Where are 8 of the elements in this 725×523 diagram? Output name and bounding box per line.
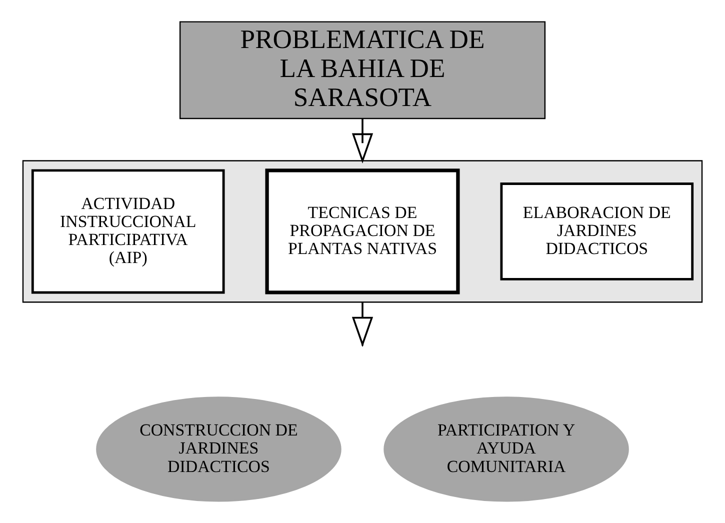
node-ellipse: PARTICIPATION Y AYUDA COMUNITARIA: [384, 396, 629, 502]
node-ellipse: CONSTRUCCION DE JARDINES DIDACTICOS: [96, 396, 342, 502]
arrow: [352, 118, 374, 164]
cluster: [22, 160, 703, 303]
node-box: TECNICAS DE PROPAGACION DE PLANTAS NATIVAS: [265, 168, 460, 294]
node-box: PROBLEMATICA DE LA BAHIA DE SARASOTA: [179, 21, 546, 120]
node-box: ELABORACION DE JARDINES DIDACTICOS: [500, 182, 694, 280]
node-box: ACTIVIDAD INSTRUCCIONAL PARTICIPATIVA (AIP): [31, 169, 225, 294]
